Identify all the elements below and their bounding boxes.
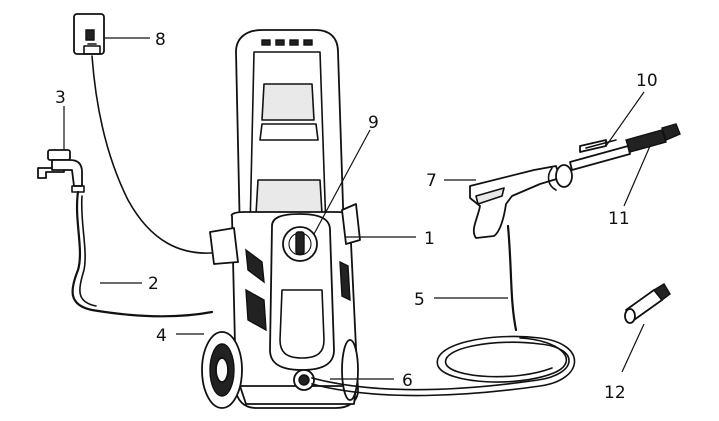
callout-2: 2: [148, 274, 159, 294]
inlet-garden-hose: [71, 190, 214, 318]
callout-9: 9: [368, 113, 379, 133]
callout-1: 1: [424, 229, 435, 249]
power-cable: [91, 55, 223, 254]
callout-10: 10: [636, 71, 658, 91]
callout-4: 4: [156, 326, 167, 346]
callout-7: 7: [426, 171, 437, 191]
high-pressure-hose: [311, 224, 576, 397]
leader-lines: [63, 37, 651, 380]
callout-12: 12: [604, 383, 626, 403]
callout-8: 8: [155, 30, 166, 50]
adjustable-nozzle: [624, 283, 671, 324]
callout-5: 5: [414, 290, 425, 310]
wheel: [201, 331, 359, 409]
water-tap: [37, 149, 85, 193]
callout-3: 3: [55, 88, 66, 108]
spray-lance: [569, 123, 681, 171]
pressure-dial: [282, 226, 318, 262]
callout-6: 6: [402, 371, 413, 391]
outlet-connector: [293, 369, 315, 391]
spray-gun: [469, 164, 573, 239]
wall-socket-with-plug: [73, 13, 105, 55]
callout-11: 11: [608, 209, 630, 229]
